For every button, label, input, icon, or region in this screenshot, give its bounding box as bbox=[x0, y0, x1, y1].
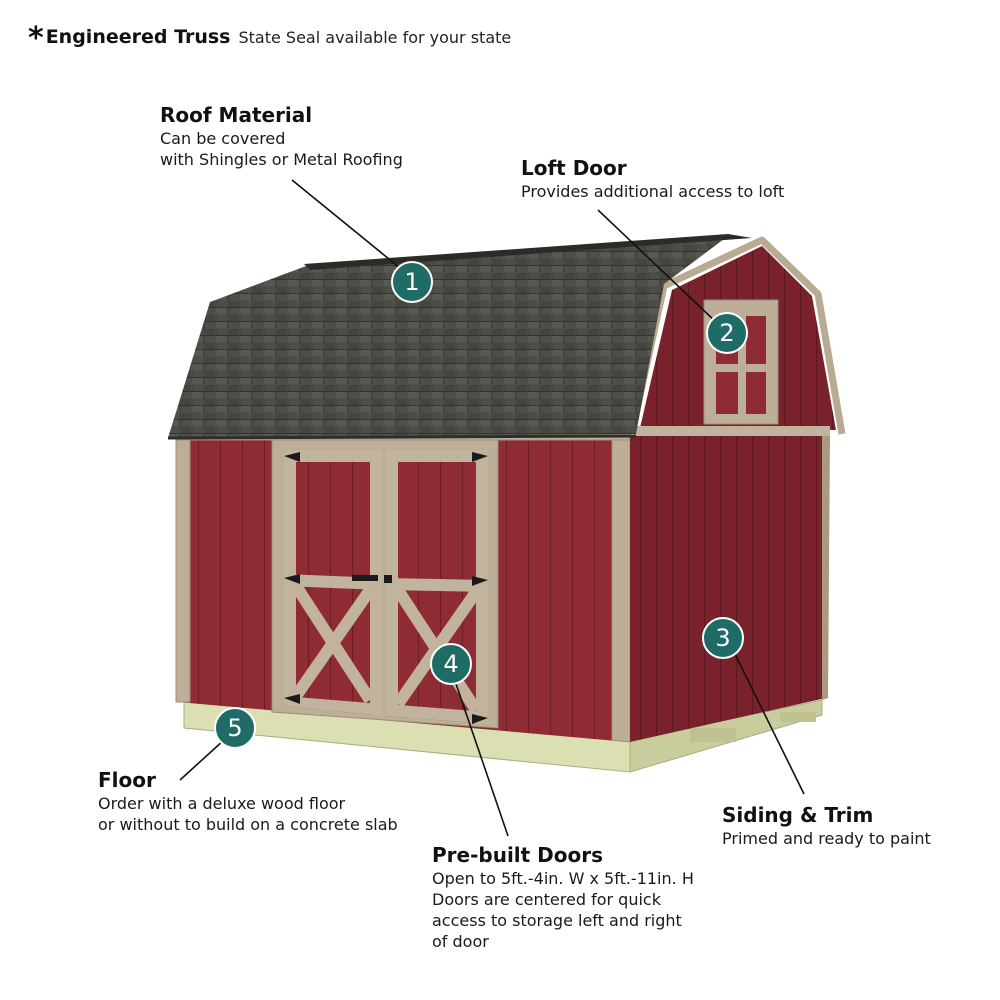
callout-siding: Siding & Trim Primed and ready to paint bbox=[722, 802, 931, 849]
svg-text:2: 2 bbox=[719, 319, 734, 347]
roof-line-2: with Shingles or Metal Roofing bbox=[160, 150, 403, 169]
header-title: Engineered Truss bbox=[45, 26, 231, 48]
gable-band-trim bbox=[634, 426, 830, 436]
roof-shingles bbox=[168, 236, 728, 438]
svg-text:1: 1 bbox=[404, 268, 419, 296]
side-wall bbox=[630, 436, 828, 742]
badge-2: 2 bbox=[706, 312, 748, 354]
doors-line-3: access to storage left and right bbox=[432, 911, 682, 930]
roof-title: Roof Material bbox=[160, 103, 313, 127]
svg-text:5: 5 bbox=[227, 714, 242, 742]
callout-floor: Floor Order with a deluxe wood floor or … bbox=[98, 767, 398, 835]
callout-doors: Pre-built Doors Open to 5ft.-4in. W x 5f… bbox=[432, 842, 694, 952]
doors-line-4: of door bbox=[432, 932, 489, 951]
callout-roof: Roof Material Can be covered with Shingl… bbox=[160, 102, 403, 170]
badge-5: 5 bbox=[214, 707, 256, 749]
roof-line-1: Can be covered bbox=[160, 129, 286, 148]
header: *Engineered Truss State Seal available fo… bbox=[28, 24, 512, 54]
asterisk-mark: * bbox=[28, 21, 44, 56]
siding-title: Siding & Trim bbox=[722, 803, 874, 827]
doors-title: Pre-built Doors bbox=[432, 843, 604, 867]
double-doors bbox=[271, 439, 499, 729]
loft-line-1: Provides additional access to loft bbox=[521, 182, 785, 201]
floor-line-1: Order with a deluxe wood floor bbox=[98, 794, 346, 813]
badge-1: 1 bbox=[391, 261, 433, 303]
floor-title: Floor bbox=[98, 768, 156, 792]
leader-lines bbox=[179, 179, 805, 837]
loft-title: Loft Door bbox=[521, 156, 627, 180]
badge-3: 3 bbox=[702, 617, 744, 659]
callout-loft: Loft Door Provides additional access to … bbox=[521, 155, 784, 202]
doors-line-1: Open to 5ft.-4in. W x 5ft.-11in. H bbox=[432, 869, 694, 888]
header-subtitle: State Seal available for your state bbox=[238, 28, 512, 47]
roof-ridge bbox=[304, 234, 752, 270]
side-corner-trim bbox=[822, 436, 830, 700]
svg-text:4: 4 bbox=[443, 650, 458, 678]
siding-line-1: Primed and ready to paint bbox=[722, 829, 931, 848]
roof-edge bbox=[167, 434, 637, 440]
floor-line-2: or without to build on a concrete slab bbox=[98, 815, 398, 834]
badge-4: 4 bbox=[430, 643, 472, 685]
doors-line-2: Doors are centered for quick bbox=[432, 890, 661, 909]
svg-text:3: 3 bbox=[715, 624, 730, 652]
